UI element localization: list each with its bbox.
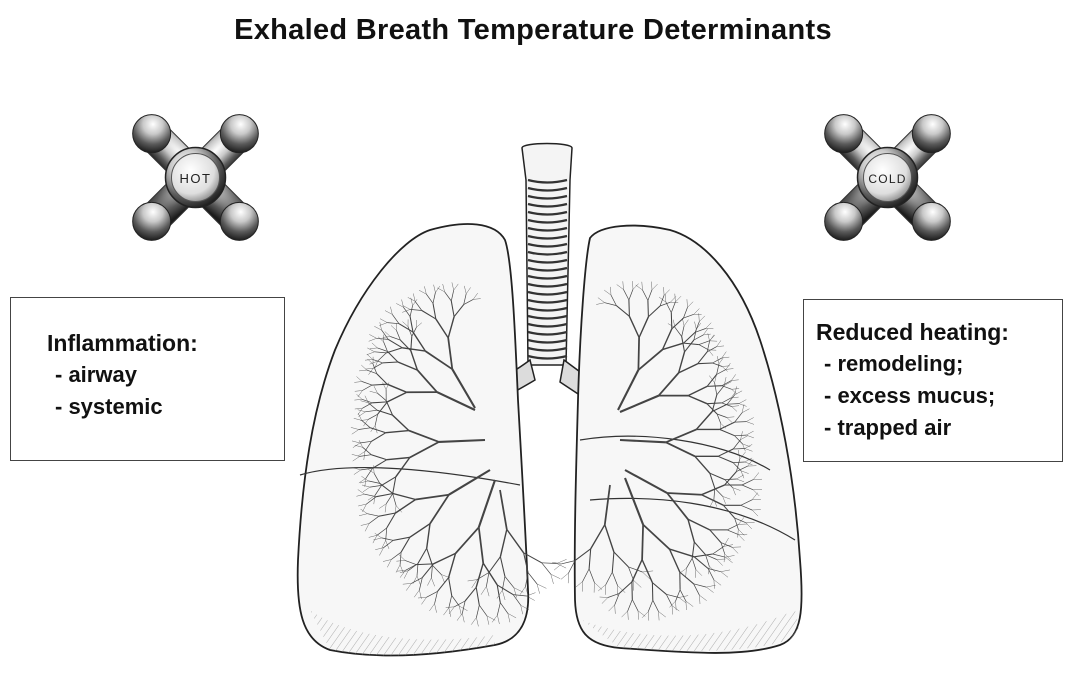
bronchus-branch: [542, 563, 551, 574]
bronchus-branch: [707, 386, 722, 387]
bronchus-branch: [537, 584, 540, 594]
reduced-heating-heading: Reduced heating:: [816, 316, 1009, 348]
reduced-heating-list: - remodeling; - excess mucus; - trapped …: [816, 348, 1009, 444]
cold-tap-svg: COLD: [800, 90, 975, 265]
bronchus-branch: [642, 525, 643, 560]
bronchus-branch: [671, 313, 672, 329]
inflammation-box: Inflammation: - airway - systemic: [10, 297, 285, 461]
bronchus-branch: [537, 584, 546, 589]
right-lung: [575, 226, 802, 653]
page-title: Exhaled Breath Temperature Determinants: [0, 14, 1066, 47]
bronchus-branch: [562, 561, 575, 564]
trachea: [522, 144, 572, 366]
lungs-svg: [290, 140, 810, 668]
inflammation-list: - airway - systemic: [47, 359, 198, 423]
bronchus-branch: [733, 449, 745, 450]
hot-tap-svg: HOT: [108, 90, 283, 265]
list-item: - trapped air: [816, 412, 1009, 444]
bronchus-branch: [542, 563, 557, 564]
inflammation-heading: Inflammation:: [47, 327, 198, 359]
list-item: - excess mucus;: [816, 380, 1009, 412]
bronchus-branch: [629, 300, 630, 316]
bronchus-branch: [551, 574, 560, 579]
cold-tap-handle-icon: COLD: [800, 90, 975, 265]
list-item: - airway: [47, 359, 198, 391]
left-lung: [298, 224, 529, 655]
bronchus-branch: [528, 573, 537, 584]
hot-tap-handle-icon: HOT: [108, 90, 283, 265]
bronchus-branch: [416, 564, 433, 565]
bronchus-branch: [648, 301, 649, 317]
cold-tap-label: COLD: [868, 172, 906, 186]
reduced-heating-box: Reduced heating: - remodeling; - excess …: [803, 299, 1063, 462]
bronchus-branch: [551, 574, 554, 584]
list-item: - remodeling;: [816, 348, 1009, 380]
bronchus-branch: [561, 573, 569, 579]
bronchus-branch: [698, 363, 713, 364]
bronchus-branch: [638, 338, 639, 370]
lungs-illustration: [290, 140, 810, 668]
bronchus-branch: [554, 564, 562, 570]
hot-tap-label: HOT: [180, 171, 212, 186]
bronchus-branch: [735, 422, 747, 423]
list-item: - systemic: [47, 391, 198, 423]
